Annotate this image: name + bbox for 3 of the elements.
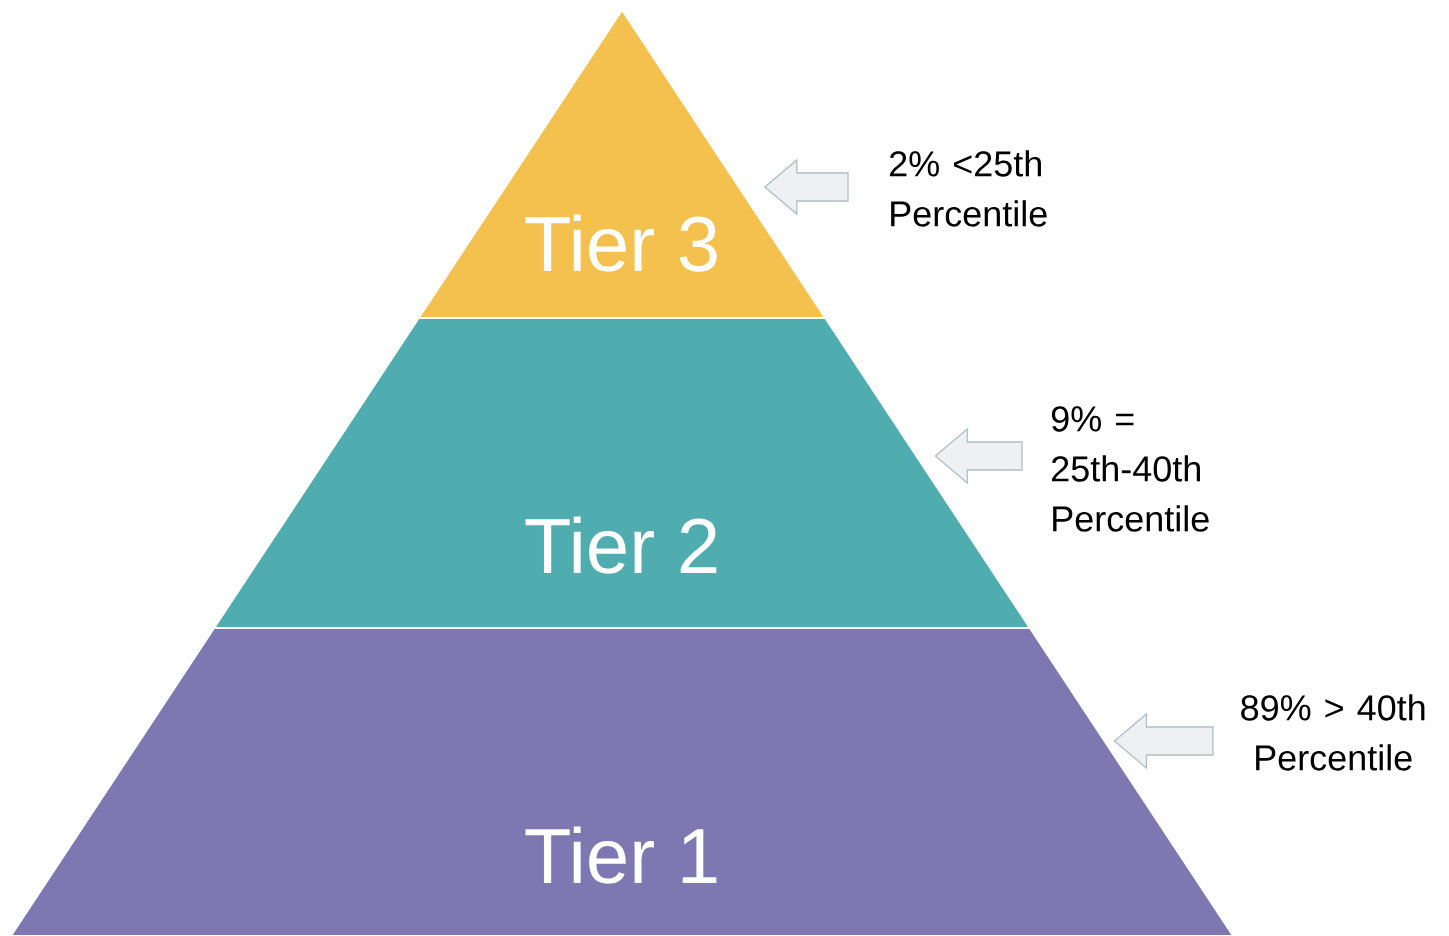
percentile-note: 2% <25th Percentile	[890, 150, 1047, 227]
percentile-note: 89% > 40th Percentile	[1241, 694, 1425, 771]
percentile-note: 9% = 25th-40th Percentile	[1051, 406, 1209, 532]
